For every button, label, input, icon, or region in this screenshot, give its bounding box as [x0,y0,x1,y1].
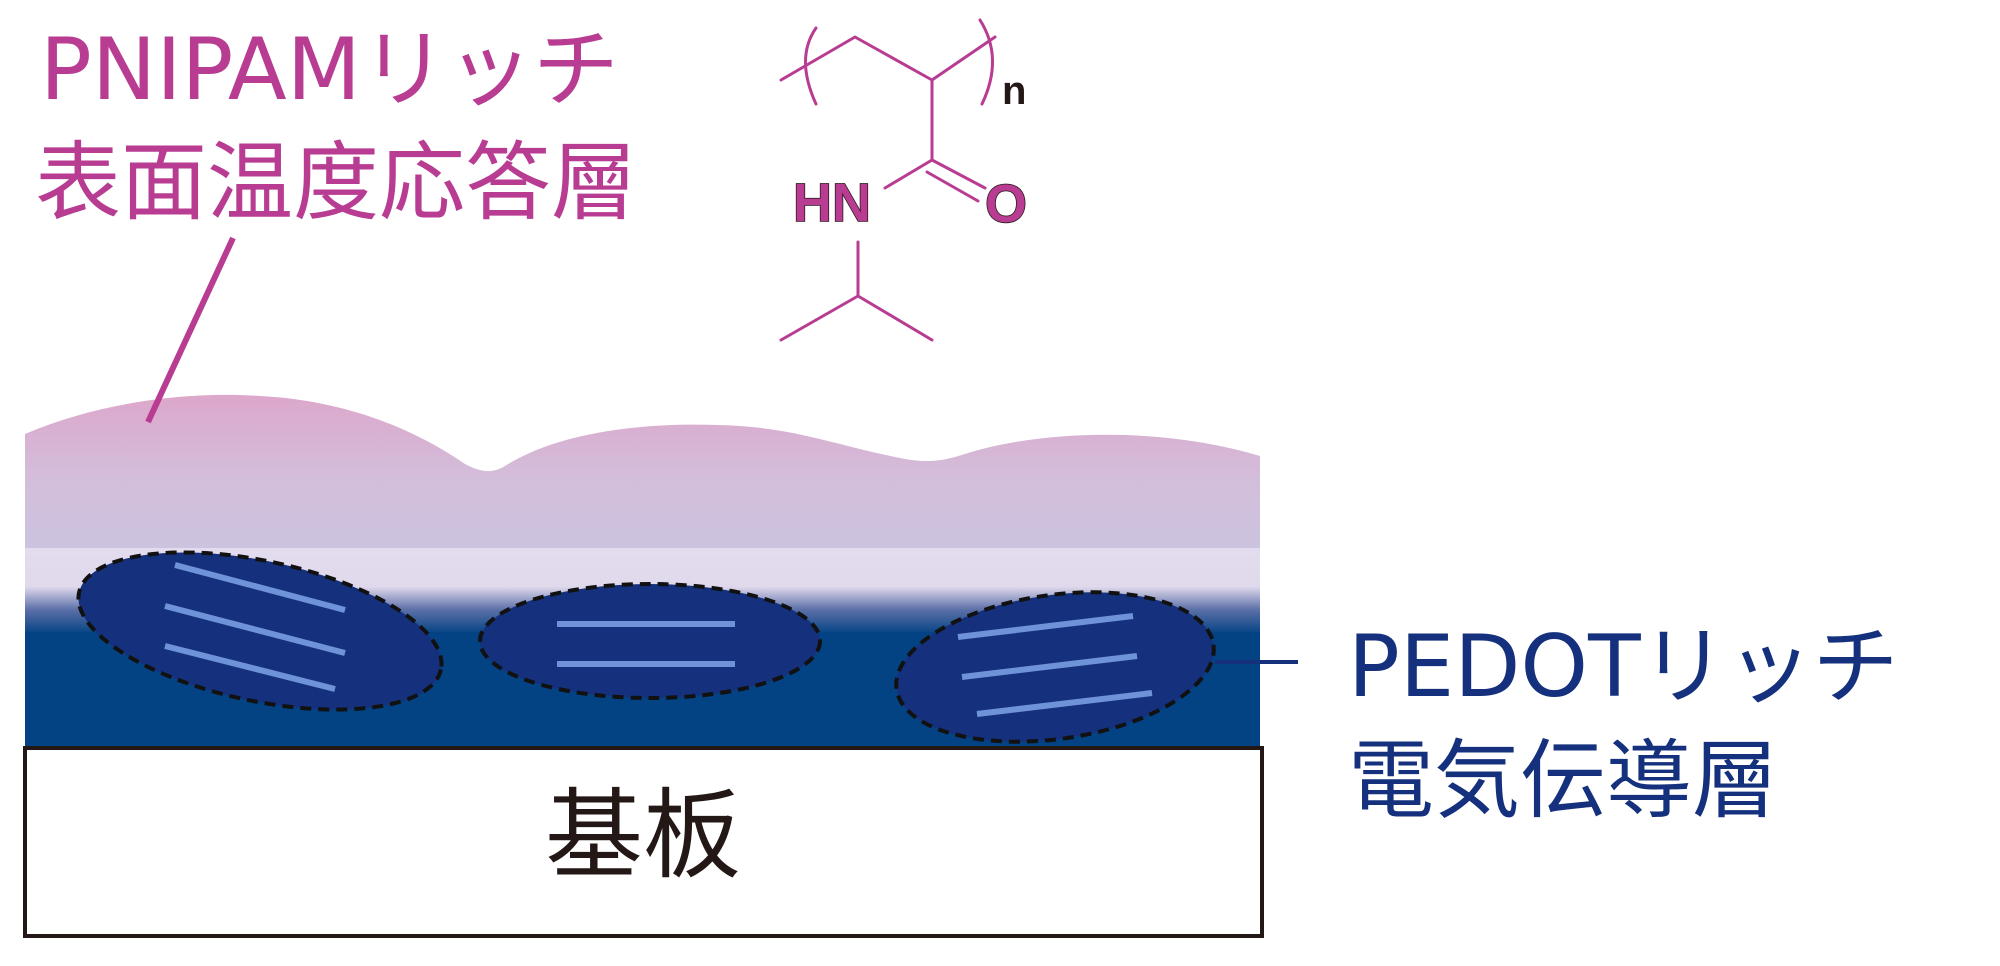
carbonyl-double-bond-b [925,170,980,203]
pnipam-surface-layer [25,394,1260,550]
substrate-box [23,746,1264,938]
pnipam-label-line1: PNIPAMリッチ [40,20,619,120]
domain-chain-line [957,613,1134,640]
pedot-domain-left [76,550,444,712]
domain-chain-line [961,653,1138,680]
carbonyl-c-n-bond [883,158,934,190]
domain-chain-line [164,603,346,656]
domain-chain-line [976,690,1153,717]
pnipam-label-line2: 表面温度応答層 [35,133,637,233]
domain-chain-line [164,643,336,692]
pedot-domain-middle [478,582,822,700]
amide-nh-atom: HN [793,173,871,233]
pnipam-chemical-structure: HN O n [779,18,1028,342]
repeat-subscript-n: n [1002,69,1026,113]
substrate-label: 基板 [545,779,741,893]
repeat-left-bracket [804,26,818,106]
repeat-right-bracket [978,18,994,106]
pnipam-layer [25,394,1260,550]
pedot-label-line2: 電気伝導層 [1348,731,1778,831]
pnipam-leader-line [145,236,236,424]
pedot-domain-ellipse [478,582,822,700]
isopropyl-bonds [779,294,934,342]
backbone-bonds [779,35,997,82]
carbonyl-o-atom: O [985,174,1027,234]
carbonyl-double-bond-a [930,158,987,190]
domain-chain-line [174,562,346,613]
pedot-label-line1: PEDOTリッチ [1348,617,1899,717]
pedot-domain-right [894,590,1216,744]
